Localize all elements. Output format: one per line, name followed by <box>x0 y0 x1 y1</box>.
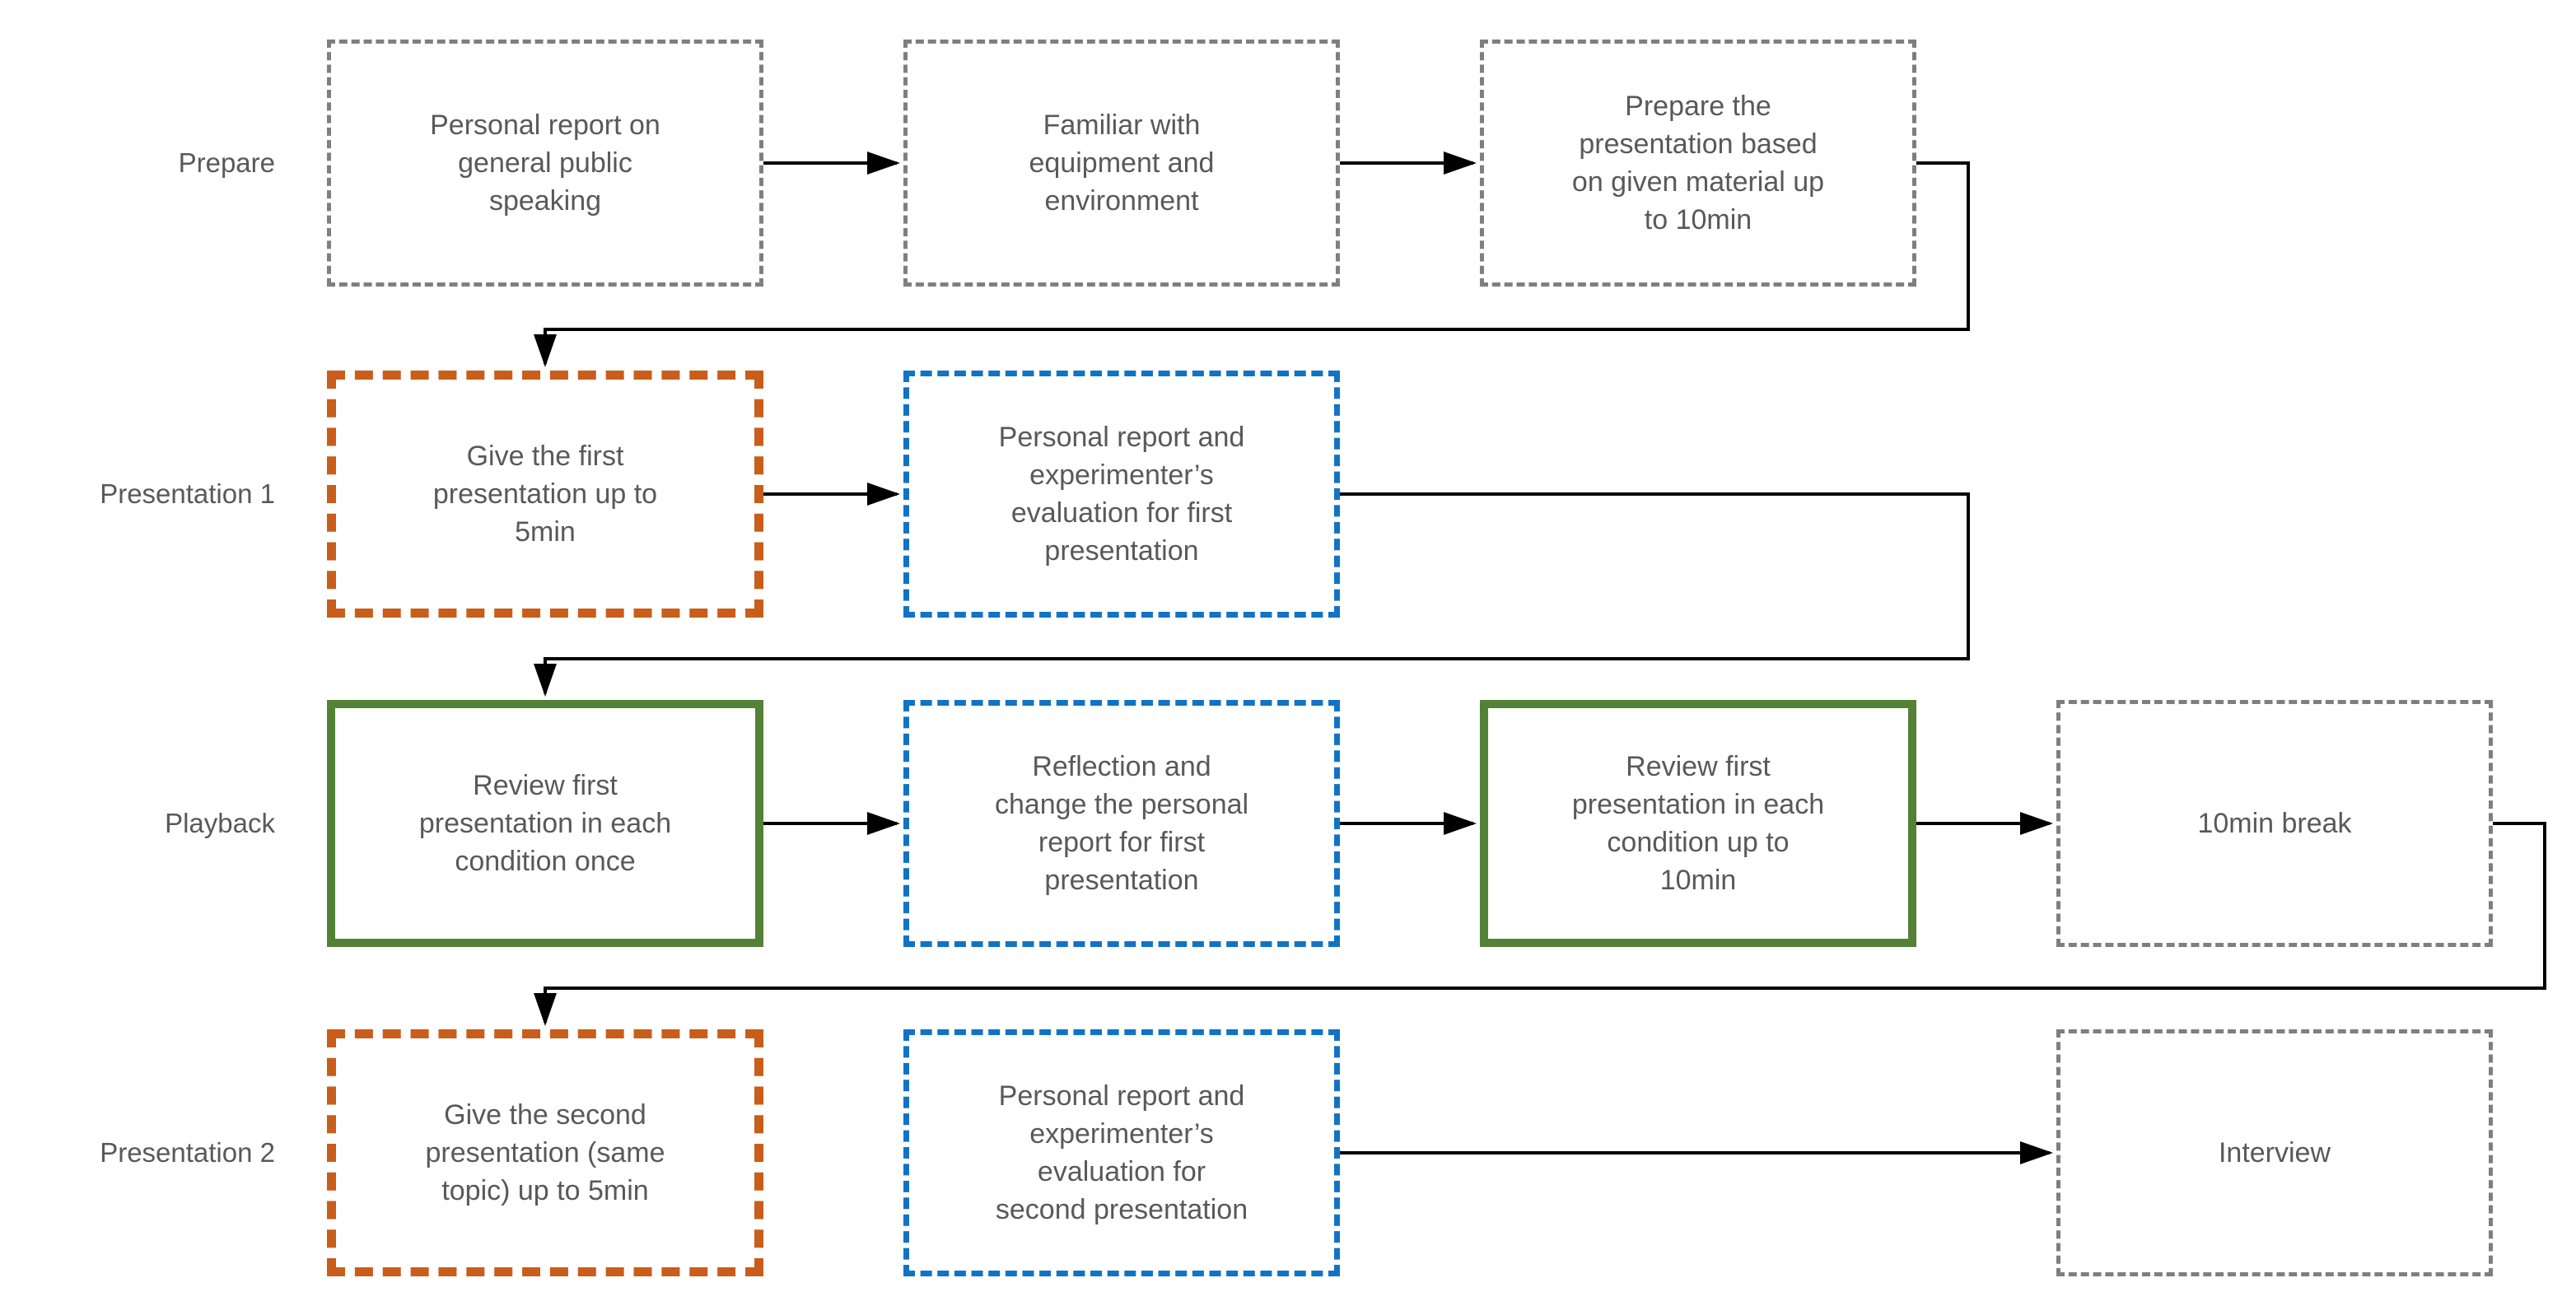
box-review-condition-once: Review first presentation in each condit… <box>327 700 763 947</box>
box-personal-report-general: Personal report on general public speaki… <box>327 40 763 287</box>
box-interview: Interview <box>2056 1029 2493 1276</box>
box-prepare-presentation: Prepare the presentation based on given … <box>1480 40 1916 287</box>
box-familiar-equipment: Familiar with equipment and environment <box>903 40 1340 287</box>
box-text: Give the first presentation up to 5min <box>432 441 658 548</box>
box-text: Review first presentation in each condit… <box>418 770 672 877</box>
box-text: Personal report and experimenter’s evalu… <box>995 1080 1248 1225</box>
row-label-presentation-2: Presentation 2 <box>100 1137 275 1168</box>
box-evaluation-second-presentation: Personal report and experimenter’s evalu… <box>903 1029 1340 1276</box>
box-10min-break: 10min break <box>2056 700 2493 947</box>
box-reflection-change-report: Reflection and change the personal repor… <box>903 700 1340 947</box>
row-label-prepare: Prepare <box>178 147 275 178</box>
box-evaluation-first-presentation: Personal report and experimenter’s evalu… <box>903 371 1340 618</box>
row-label-presentation-1: Presentation 1 <box>100 478 275 509</box>
arrow-wrap-prepare-to-presentation1 <box>534 161 1970 367</box>
box-text: Familiar with equipment and environment <box>1029 110 1215 217</box>
box-give-second-presentation: Give the second presentation (same topic… <box>327 1029 763 1276</box>
box-text: Personal report on general public speaki… <box>430 110 660 217</box>
box-text: 10min break <box>2197 808 2352 839</box>
box-text: Interview <box>2218 1137 2331 1168</box>
row-label-playback: Playback <box>165 808 275 838</box>
arrow-wrap-presentation1-to-playback <box>534 492 1970 697</box>
box-text: Prepare the presentation based on given … <box>1571 91 1825 236</box>
box-text: Give the second presentation (same topic… <box>425 1099 665 1206</box>
box-text: Personal report and experimenter’s evalu… <box>998 422 1245 567</box>
arrow-wrap-playback-to-presentation2 <box>534 822 2546 1026</box>
box-review-condition-10min: Review first presentation in each condit… <box>1480 700 1916 947</box>
box-give-first-presentation: Give the first presentation up to 5min <box>327 371 763 618</box>
box-text: Review first presentation in each condit… <box>1571 751 1825 896</box>
box-text: Reflection and change the personal repor… <box>994 751 1249 896</box>
